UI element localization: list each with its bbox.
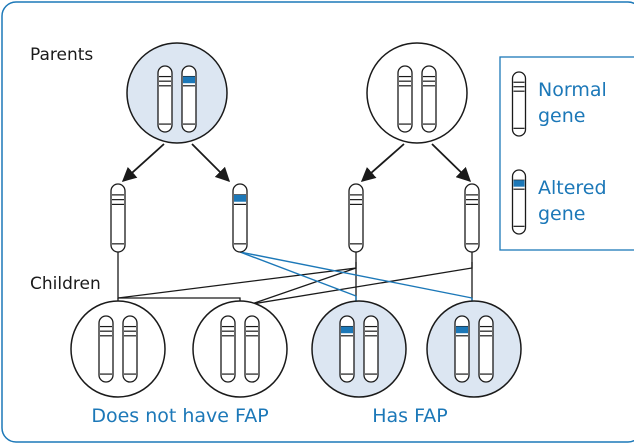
inheritance-arrow — [431, 143, 472, 183]
altered-gene-band — [456, 326, 468, 334]
legend-normal-label-line2: gene — [538, 105, 585, 127]
altered-gene-band — [513, 180, 525, 187]
chromosome-altered — [181, 65, 197, 133]
group-label-has-fap: Has FAP — [372, 405, 448, 427]
legend-altered-label: Altered — [538, 177, 607, 199]
altered-gene-band — [183, 76, 195, 84]
chromosome-normal — [157, 65, 173, 133]
chromosome-normal — [363, 315, 379, 383]
legend-normal-label: Normal — [538, 79, 607, 101]
inheritance-arrow — [360, 143, 405, 182]
child-circle-unaffected — [192, 300, 288, 398]
chromosome-normal — [122, 315, 138, 383]
chromosome-normal — [478, 315, 494, 383]
chromosome-normal — [110, 183, 126, 253]
altered-gene-band — [341, 326, 353, 334]
legend-altered-chromosome — [511, 169, 527, 235]
child-circle-unaffected — [70, 300, 166, 398]
chromosome-normal — [421, 65, 437, 133]
chromosome-normal — [244, 315, 260, 383]
altered-gene-band — [234, 194, 246, 202]
chromosome-normal — [464, 183, 480, 253]
child-circle-affected — [426, 300, 522, 398]
chromosome-layer — [98, 65, 527, 383]
chromosome-normal — [98, 315, 114, 383]
parent-affected-circle — [126, 42, 228, 144]
inheritance-arrow — [121, 143, 165, 182]
legend-altered-label-line2: gene — [538, 203, 585, 225]
child-circle-affected — [311, 300, 407, 398]
chromosome-altered — [232, 183, 248, 253]
chromosome-normal — [397, 65, 413, 133]
inheritance-line-altered — [239, 251, 473, 299]
parent-unaffected-circle — [366, 42, 468, 144]
parents-label: Parents — [30, 45, 93, 65]
chromosome-altered — [339, 315, 355, 383]
legend-normal-chromosome — [511, 71, 527, 137]
chromosome-normal — [220, 315, 236, 383]
chromosome-normal — [348, 183, 364, 253]
inheritance-line-altered — [239, 251, 357, 297]
group-label-not-fap: Does not have FAP — [91, 405, 268, 427]
inheritance-arrow — [191, 143, 231, 183]
inheritance-line-normal — [239, 267, 357, 309]
children-label: Children — [30, 274, 101, 294]
chromosome-altered — [454, 315, 470, 383]
